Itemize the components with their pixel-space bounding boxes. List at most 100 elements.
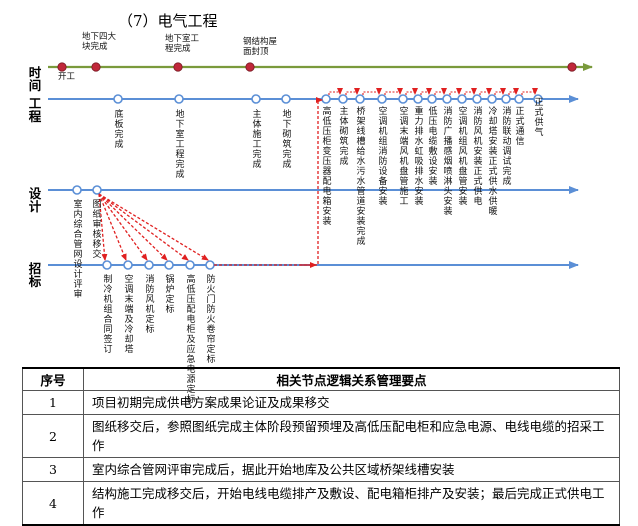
time-node-marker [91, 62, 101, 72]
lane-label-time: 时间 [28, 65, 42, 93]
table-row: 3 室内综合管网评审完成后，据此开始地库及公共区域桥架线槽安装 [22, 457, 620, 482]
engineering-node-marker [442, 94, 452, 104]
row-number: 1 [22, 390, 84, 415]
engineering-node-marker [487, 94, 497, 104]
engineering-node-marker [427, 94, 437, 104]
engineering-node-marker [251, 94, 261, 104]
column-header-points: 相关节点逻辑关系管理要点 [83, 367, 620, 391]
engineering-node-label: 低压电缆敷设安装 [428, 107, 438, 187]
lane-label-design: 设计 [28, 186, 42, 214]
engineering-node-label: 地下砌筑完成 [282, 110, 292, 170]
dependency-arrow [345, 88, 360, 95]
dependency-arrow [494, 88, 506, 95]
tender-node-marker [185, 260, 195, 270]
lane-label-tender: 招标 [28, 261, 42, 289]
row-number: 2 [22, 414, 84, 458]
tender-node-label: 制冷机组合同签订 [103, 275, 113, 355]
engineering-node-marker [174, 94, 184, 104]
engineering-node-marker [113, 94, 123, 104]
dependency-arrow [479, 88, 492, 95]
row-text: 结构施工完成移交后，开始电线电缆排产及敷设、配电箱柜排产及安装；最后完成正式供电… [83, 481, 620, 526]
engineering-node-label: 消防联动调试完成 [502, 107, 512, 187]
engineering-node-label: 正式通信 [515, 107, 525, 147]
engineering-node-label: 高低压柜变压器配电箱安装 [322, 107, 332, 227]
time-node-label: 开工 [58, 72, 76, 82]
column-header-no: 序号 [22, 367, 84, 391]
tender-node-marker [102, 260, 112, 270]
time-node-label: 钢结构屋面封顶 [243, 37, 278, 57]
row-text: 图纸移交后，参照图纸完成主体阶段预留预埋及高低压配电柜和应急电源、电线电缆的招采… [83, 414, 620, 458]
design-node-label: 图纸审核移交 [92, 200, 102, 260]
engineering-node-label: 正式供气 [534, 98, 544, 138]
tender-node-marker [205, 260, 215, 270]
dependency-arrow [405, 88, 418, 95]
engineering-node-label: 空调机组消防设备安装 [378, 107, 388, 207]
lane-label-engineering: 工程 [28, 96, 42, 124]
engineering-node-label: 底板完成 [114, 110, 124, 150]
engineering-node-label: 地下室工程完成 [175, 110, 185, 180]
tender-node-marker [123, 260, 133, 270]
dependency-arrow [98, 193, 108, 261]
tender-node-marker [164, 260, 174, 270]
row-number: 3 [22, 457, 84, 482]
management-points-table: 序号 相关节点逻辑关系管理要点 1 项目初期完成供电方案成果论证及成果移交 2 … [22, 367, 620, 526]
dependency-arrow [98, 193, 127, 261]
engineering-node-label: 空调机组风机盘管安装 [458, 107, 468, 207]
time-node-marker [57, 62, 67, 72]
dependency-arrow [98, 193, 168, 261]
engineering-node-label: 消防广播感烟喷淋头安装 [443, 107, 453, 217]
diagram-canvas [48, 62, 593, 270]
dependency-arrow [449, 88, 462, 95]
engineering-node-label: 空调末端风机盘管施工 [399, 107, 409, 207]
time-node-marker [567, 62, 577, 72]
engineering-node-marker [533, 94, 543, 104]
engineering-node-marker [338, 94, 348, 104]
engineering-node-marker [457, 94, 467, 104]
engineering-node-marker [413, 94, 423, 104]
table-row: 4 结构施工完成移交后，开始电线电缆排产及敷设、配电箱柜排产及安装；最后完成正式… [22, 481, 620, 526]
dependency-arrow [214, 97, 323, 266]
time-node-marker [245, 62, 255, 72]
dependency-arrow [362, 88, 382, 95]
time-node-label: 地下室工程完成 [165, 34, 200, 54]
dependency-arrow [384, 88, 403, 95]
tender-node-label: 防火门防火卷帘定标 [206, 275, 216, 365]
dependency-arrow [508, 88, 519, 95]
row-number: 4 [22, 481, 84, 526]
engineering-node-marker [472, 94, 482, 104]
dependency-arrow [420, 88, 432, 95]
engineering-node-marker [321, 94, 331, 104]
design-node-marker [92, 185, 102, 195]
tender-node-marker [144, 260, 154, 270]
dependency-arrow [98, 193, 189, 261]
engineering-node-marker [355, 94, 365, 104]
dependency-arrow [328, 88, 343, 95]
table-header-row: 序号 相关节点逻辑关系管理要点 [22, 367, 620, 391]
engineering-node-marker [281, 94, 291, 104]
engineering-node-label: 冷却塔安装正式供水供暖 [488, 107, 498, 217]
engineering-node-label: 重力排水虹吸排水安装 [414, 107, 424, 207]
dependency-arrow [464, 88, 477, 95]
engineering-node-marker [514, 94, 524, 104]
logic-diagram: （7）电气工程 时间 工程 设计 招标 开工 地下四大块完成 地下室工程完成 钢… [28, 12, 593, 405]
tender-node-label: 消防风机定标 [145, 275, 155, 335]
dependency-arrow [521, 88, 538, 95]
dependency-arrow [434, 88, 447, 95]
dependency-arrow [98, 193, 148, 261]
tender-node-label: 空调末端及冷却塔 [124, 275, 134, 355]
engineering-node-label: 主体砌筑完成 [339, 107, 349, 167]
engineering-node-label: 消防风机安装正式供电 [473, 107, 483, 207]
section-title: （7）电气工程 [118, 12, 218, 30]
engineering-node-label: 桥架线槽给水污水管道安装完成 [356, 107, 366, 247]
design-node-label: 室内综合管网设计评审 [73, 200, 83, 300]
engineering-node-label: 主体施工完成 [252, 110, 262, 170]
design-node-marker [72, 185, 82, 195]
table-row: 1 项目初期完成供电方案成果论证及成果移交 [22, 390, 620, 415]
row-text: 项目初期完成供电方案成果论证及成果移交 [83, 390, 620, 415]
engineering-node-marker [377, 94, 387, 104]
tender-node-label: 锅炉定标 [165, 275, 175, 315]
time-node-label: 地下四大块完成 [82, 32, 117, 52]
engineering-node-marker [398, 94, 408, 104]
time-node-marker [173, 62, 183, 72]
engineering-node-marker [501, 94, 511, 104]
